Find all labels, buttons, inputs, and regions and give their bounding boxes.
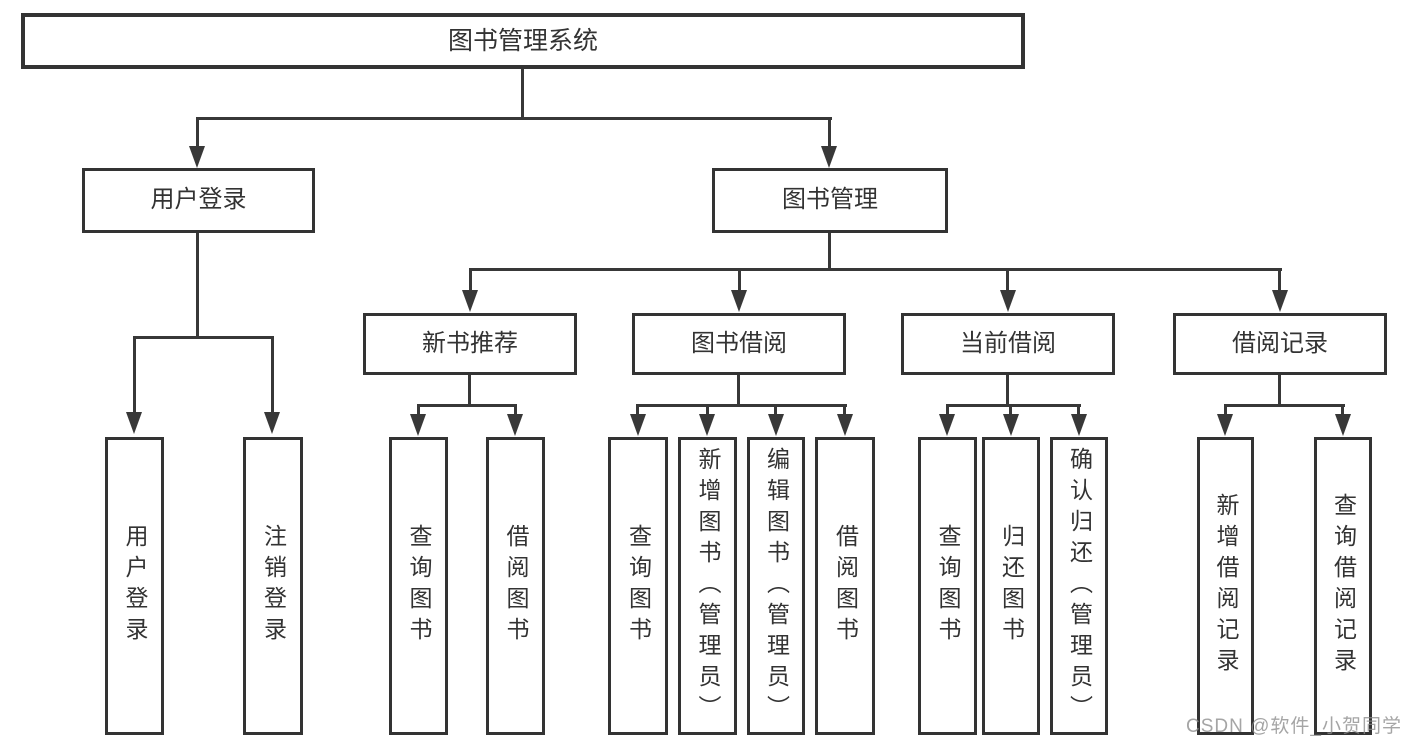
connector-bb-leaf1-drop xyxy=(636,406,639,415)
arrowhead-down-icon xyxy=(731,290,747,312)
connector-cb-leaf3-drop xyxy=(1077,406,1080,415)
connector-br-crossbar xyxy=(1224,404,1345,407)
node-nb-borrow-books: 借阅图书 xyxy=(486,437,545,735)
arrowhead-down-icon xyxy=(189,146,205,168)
arrowhead-down-icon xyxy=(264,412,280,434)
node-current-borrowing: 当前借阅 xyxy=(901,313,1115,375)
connector-book-mgmt-crossbar xyxy=(469,268,1282,271)
connector-book-borrow-drop xyxy=(738,271,741,291)
connector-current-borrow-drop xyxy=(1006,271,1009,291)
arrowhead-down-icon xyxy=(821,146,837,168)
connector-user-login-drop xyxy=(196,119,199,147)
connector-new-book-drop xyxy=(469,271,472,291)
connector-bb-leaf2-drop xyxy=(706,406,709,415)
arrowhead-down-icon xyxy=(1071,414,1087,436)
connector-br-stem xyxy=(1278,375,1281,406)
arrowhead-down-icon xyxy=(837,414,853,436)
node-cb-confirm-return-admin: 确认归还（管理员） xyxy=(1050,437,1108,735)
arrowhead-down-icon xyxy=(1000,290,1016,312)
connector-root-crossbar xyxy=(196,117,832,120)
arrowhead-down-icon xyxy=(126,412,142,434)
node-cb-query-books: 查询图书 xyxy=(918,437,977,735)
connector-nb-stem xyxy=(468,375,471,406)
node-book-borrowing: 图书借阅 xyxy=(632,313,846,375)
arrowhead-down-icon xyxy=(1272,290,1288,312)
node-ul-logout: 注销登录 xyxy=(243,437,303,735)
connector-nb-crossbar xyxy=(417,404,517,407)
arrowhead-down-icon xyxy=(939,414,955,436)
connector-cb-crossbar xyxy=(946,404,1081,407)
node-ul-user-login: 用户登录 xyxy=(105,437,164,735)
connector-root-stem xyxy=(521,69,524,118)
node-br-add-borrow-record: 新增借阅记录 xyxy=(1197,437,1254,735)
connector-user-login-crossbar xyxy=(133,336,274,339)
connector-nb-leaf1-drop xyxy=(417,406,420,415)
arrowhead-down-icon xyxy=(1335,414,1351,436)
node-nb-query-books: 查询图书 xyxy=(389,437,448,735)
connector-cb-stem xyxy=(1006,375,1009,406)
arrowhead-down-icon xyxy=(1003,414,1019,436)
connector-book-mgmt-stem xyxy=(828,233,831,268)
connector-user-login-stem xyxy=(196,233,199,336)
node-bb-borrow-books: 借阅图书 xyxy=(815,437,875,735)
connector-bb-leaf3-drop xyxy=(774,406,777,415)
connector-bb-leaf4-drop xyxy=(843,406,846,415)
connector-br-leaf2-drop xyxy=(1341,406,1344,415)
watermark: CSDN @软件_小贺同学 xyxy=(1186,716,1402,737)
node-library-management-system: 图书管理系统 xyxy=(21,13,1025,69)
arrowhead-down-icon xyxy=(410,414,426,436)
node-bb-add-books-admin: 新增图书（管理员） xyxy=(678,437,737,735)
arrowhead-down-icon xyxy=(1217,414,1233,436)
connector-cb-leaf1-drop xyxy=(946,406,949,415)
node-cb-return-books: 归还图书 xyxy=(982,437,1040,735)
connector-bb-stem xyxy=(737,375,740,406)
node-br-query-borrow-record: 查询借阅记录 xyxy=(1314,437,1372,735)
connector-book-mgmt-drop xyxy=(828,119,831,147)
arrowhead-down-icon xyxy=(630,414,646,436)
connector-bb-crossbar xyxy=(636,404,847,407)
connector-ul-leaf1-drop xyxy=(133,338,136,413)
connector-br-leaf1-drop xyxy=(1224,406,1227,415)
node-borrowing-records: 借阅记录 xyxy=(1173,313,1387,375)
connector-nb-leaf2-drop xyxy=(514,406,517,415)
node-book-management: 图书管理 xyxy=(712,168,948,233)
arrowhead-down-icon xyxy=(507,414,523,436)
node-bb-query-books: 查询图书 xyxy=(608,437,668,735)
arrowhead-down-icon xyxy=(699,414,715,436)
connector-ul-leaf2-drop xyxy=(271,338,274,413)
arrowhead-down-icon xyxy=(462,290,478,312)
connector-borrow-record-drop xyxy=(1278,271,1281,291)
node-new-book-recommend: 新书推荐 xyxy=(363,313,577,375)
node-user-login: 用户登录 xyxy=(82,168,315,233)
connector-cb-leaf2-drop xyxy=(1009,406,1012,415)
arrowhead-down-icon xyxy=(768,414,784,436)
node-bb-edit-books-admin: 编辑图书（管理员） xyxy=(747,437,805,735)
